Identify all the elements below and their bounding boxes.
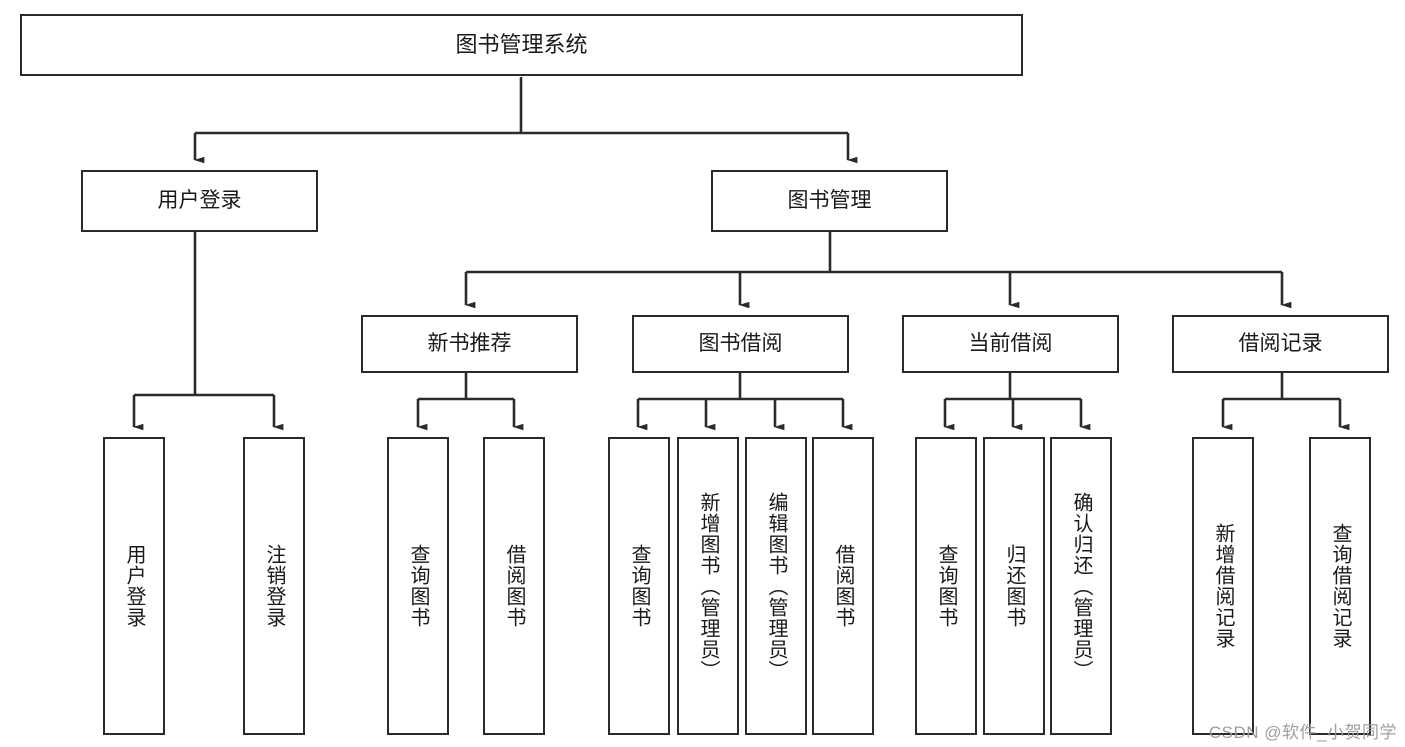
node-current-borrow-label: 当前借阅 — [968, 332, 1053, 356]
node-leaf-return-book[interactable]: 归还图书 — [983, 437, 1045, 735]
node-leaf-return-book-label: 归还图书 — [1003, 544, 1025, 628]
node-leaf-add-record-label: 新增借阅记录 — [1212, 523, 1234, 649]
csdn-watermark: CSDN @软件_小贺同学 — [1208, 723, 1397, 742]
node-book-management-label: 图书管理 — [787, 189, 872, 213]
node-leaf-query-book-1-label: 查询图书 — [407, 544, 429, 628]
node-new-book-recommend-label: 新书推荐 — [427, 332, 512, 356]
node-book-management[interactable]: 图书管理 — [711, 170, 948, 232]
node-leaf-add-book[interactable]: 新增图书（管理员） — [677, 437, 739, 735]
node-borrow-record[interactable]: 借阅记录 — [1172, 315, 1389, 373]
node-user-login[interactable]: 用户登录 — [81, 170, 318, 232]
node-leaf-query-book-3-label: 查询图书 — [935, 544, 957, 628]
node-leaf-query-book-3[interactable]: 查询图书 — [915, 437, 977, 735]
node-new-book-recommend[interactable]: 新书推荐 — [361, 315, 578, 373]
node-leaf-borrow-book-2[interactable]: 借阅图书 — [812, 437, 874, 735]
node-leaf-user-login[interactable]: 用户登录 — [103, 437, 165, 735]
node-borrow-record-label: 借阅记录 — [1238, 332, 1323, 356]
node-user-login-label: 用户登录 — [157, 189, 242, 213]
node-leaf-query-record[interactable]: 查询借阅记录 — [1309, 437, 1371, 735]
node-leaf-query-book-1[interactable]: 查询图书 — [387, 437, 449, 735]
node-root[interactable]: 图书管理系统 — [20, 14, 1023, 76]
node-leaf-edit-book[interactable]: 编辑图书（管理员） — [745, 437, 807, 735]
node-leaf-logout-login[interactable]: 注销登录 — [243, 437, 305, 735]
node-root-label: 图书管理系统 — [455, 31, 588, 57]
node-leaf-confirm-return[interactable]: 确认归还（管理员） — [1050, 437, 1112, 735]
node-leaf-logout-login-label: 注销登录 — [263, 544, 285, 628]
node-leaf-add-record[interactable]: 新增借阅记录 — [1192, 437, 1254, 735]
node-leaf-confirm-return-label: 确认归还（管理员） — [1070, 491, 1092, 681]
node-book-borrow[interactable]: 图书借阅 — [632, 315, 849, 373]
node-leaf-query-book-2-label: 查询图书 — [628, 544, 650, 628]
node-leaf-borrow-book-1-label: 借阅图书 — [503, 544, 525, 628]
node-leaf-user-login-label: 用户登录 — [123, 544, 145, 628]
node-book-borrow-label: 图书借阅 — [698, 332, 783, 356]
node-leaf-borrow-book-1[interactable]: 借阅图书 — [483, 437, 545, 735]
node-leaf-add-book-label: 新增图书（管理员） — [697, 491, 719, 681]
node-current-borrow[interactable]: 当前借阅 — [902, 315, 1119, 373]
node-leaf-query-book-2[interactable]: 查询图书 — [608, 437, 670, 735]
node-leaf-query-record-label: 查询借阅记录 — [1329, 523, 1351, 649]
node-leaf-edit-book-label: 编辑图书（管理员） — [765, 491, 787, 681]
node-leaf-borrow-book-2-label: 借阅图书 — [832, 544, 854, 628]
